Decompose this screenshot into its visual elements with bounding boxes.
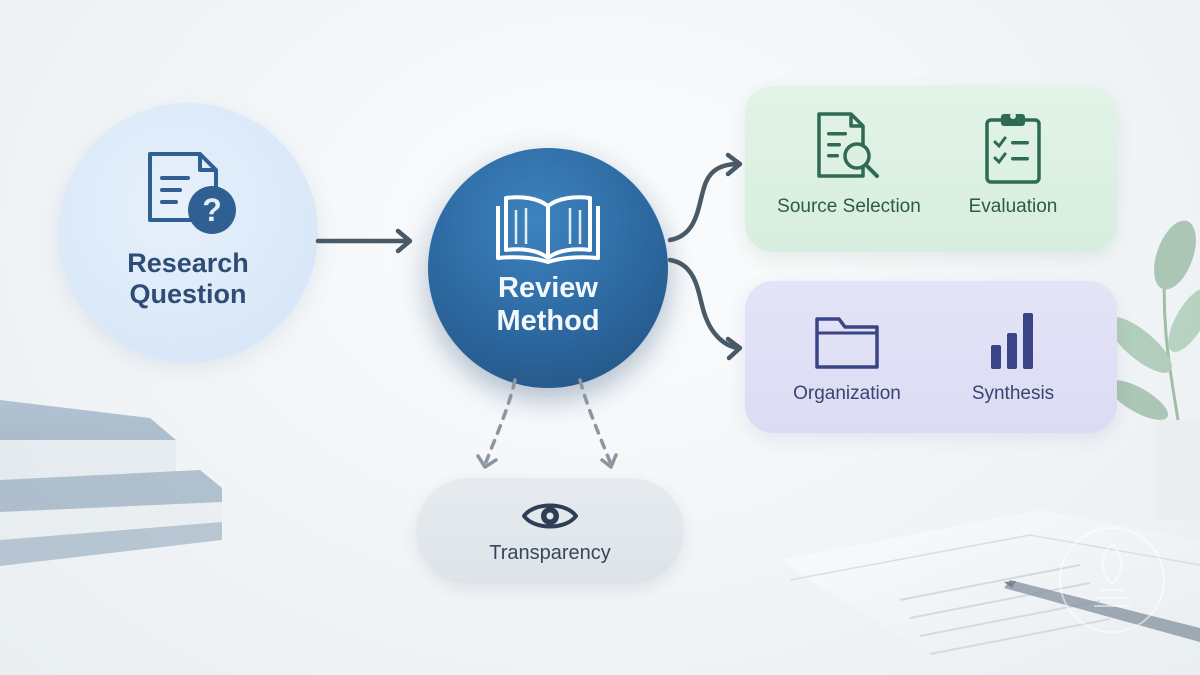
transparency-node: Transparency	[416, 478, 684, 584]
bar-chart-icon	[991, 313, 1033, 369]
open-book-icon	[496, 195, 600, 264]
source-selection-item: Source Selection	[769, 110, 929, 218]
pen	[1004, 580, 1200, 642]
clipboard-checklist-icon	[985, 113, 1041, 184]
plant	[1107, 220, 1200, 520]
folder-icon	[815, 317, 879, 369]
books-stack	[0, 400, 222, 566]
organization-label: Organization	[793, 383, 901, 404]
evaluation-item: Evaluation	[953, 110, 1073, 218]
source-selection-label: Source Selection	[777, 196, 921, 217]
organization-item: Organization	[769, 309, 925, 405]
synthesis-label: Synthesis	[971, 383, 1055, 404]
selection-evaluation-panel: Source Selection Evaluation	[745, 86, 1117, 252]
transparency-label: Transparency	[489, 541, 611, 564]
review-method-label: Review Method	[496, 272, 600, 337]
svg-text:?: ?	[202, 192, 222, 228]
papers	[780, 510, 1200, 675]
eye-icon	[522, 503, 578, 528]
synthesis-item: Synthesis	[953, 309, 1073, 405]
document-question-icon: ?	[148, 152, 236, 234]
document-search-icon	[817, 112, 879, 178]
research-question-label: Research Question	[127, 248, 249, 309]
review-method-node: Review Method	[428, 148, 668, 388]
evaluation-label: Evaluation	[968, 196, 1058, 217]
organization-synthesis-panel: Organization Synthesis	[745, 281, 1117, 433]
research-question-node: ? Research Question	[58, 103, 318, 363]
watermark-logo	[1059, 527, 1165, 633]
